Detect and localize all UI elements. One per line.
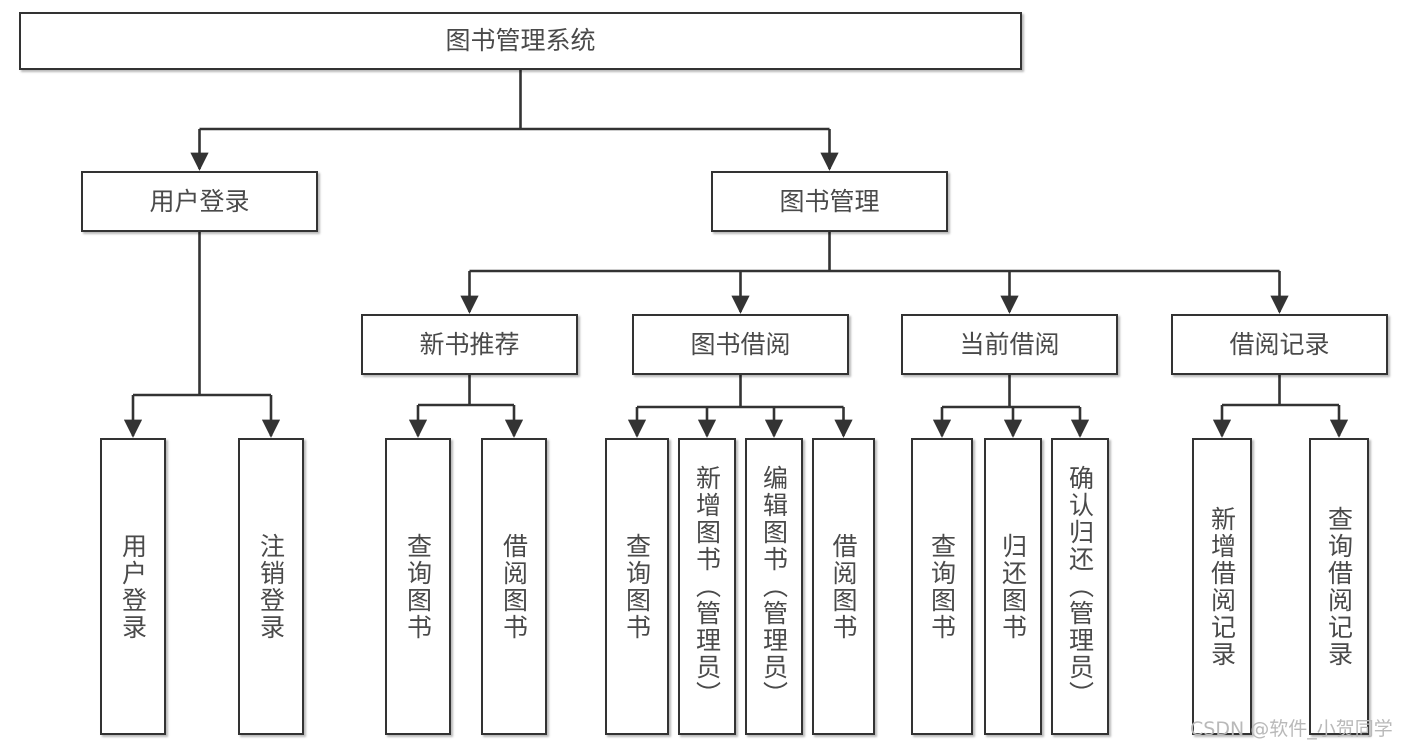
node-label: 新书推荐 [419, 329, 520, 359]
node-label: 确认归还（管理员） [1065, 465, 1095, 708]
node-records[interactable]: 借阅记录 [1171, 314, 1388, 375]
node-label: 借阅图书 [499, 532, 529, 641]
node-leaf-borrow-3[interactable]: 编辑图书（管理员） [745, 438, 803, 735]
node-leaf-newbook-2[interactable]: 借阅图书 [481, 438, 547, 735]
node-label: 编辑图书（管理员） [759, 465, 789, 708]
node-label: 图书管理系统 [445, 26, 596, 56]
node-label: 图书管理 [779, 186, 880, 216]
watermark-text: CSDN @软件_小贺同学 [1190, 718, 1393, 740]
node-leaf-current-1[interactable]: 查询图书 [911, 438, 973, 735]
node-leaf-login-2[interactable]: 注销登录 [238, 438, 304, 735]
node-label: 借阅记录 [1229, 329, 1330, 359]
node-label: 用户登录 [149, 186, 250, 216]
node-label: 用户登录 [118, 532, 148, 641]
node-label: 图书借阅 [690, 329, 791, 359]
node-label: 查询图书 [927, 532, 957, 641]
node-leaf-login-1[interactable]: 用户登录 [100, 438, 166, 735]
node-newbook[interactable]: 新书推荐 [361, 314, 578, 375]
node-leaf-current-2[interactable]: 归还图书 [984, 438, 1042, 735]
node-borrow[interactable]: 图书借阅 [632, 314, 849, 375]
node-leaf-borrow-4[interactable]: 借阅图书 [812, 438, 875, 735]
node-leaf-records-2[interactable]: 查询借阅记录 [1309, 438, 1369, 735]
node-label: 新增图书（管理员） [692, 465, 722, 708]
node-leaf-records-1[interactable]: 新增借阅记录 [1192, 438, 1252, 735]
node-leaf-borrow-2[interactable]: 新增图书（管理员） [678, 438, 736, 735]
node-label: 新增借阅记录 [1207, 505, 1237, 668]
node-bookmgmt[interactable]: 图书管理 [711, 171, 948, 232]
node-label: 查询图书 [622, 532, 652, 641]
node-label: 查询图书 [403, 532, 433, 641]
node-label: 查询借阅记录 [1324, 505, 1354, 668]
node-label: 当前借阅 [959, 329, 1060, 359]
node-current[interactable]: 当前借阅 [901, 314, 1118, 375]
node-login[interactable]: 用户登录 [81, 171, 318, 232]
node-label: 借阅图书 [829, 532, 858, 641]
node-label: 注销登录 [256, 532, 286, 641]
node-leaf-newbook-1[interactable]: 查询图书 [385, 438, 451, 735]
node-label: 归还图书 [998, 532, 1028, 641]
node-leaf-current-3[interactable]: 确认归还（管理员） [1051, 438, 1109, 735]
node-root[interactable]: 图书管理系统 [19, 12, 1022, 70]
node-leaf-borrow-1[interactable]: 查询图书 [605, 438, 669, 735]
